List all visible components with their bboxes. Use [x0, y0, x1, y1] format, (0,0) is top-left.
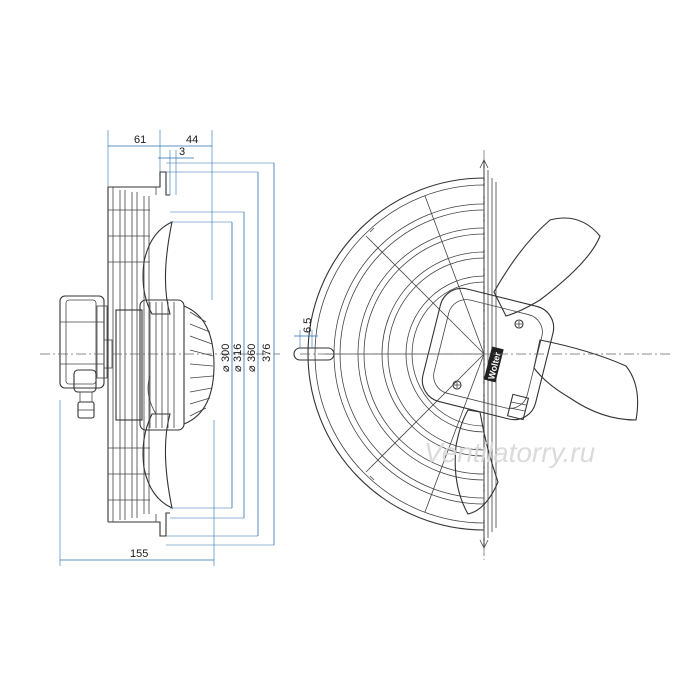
dim-44: 44 [186, 134, 198, 146]
side-view: 61 44 3 155 ⌀ 300 ⌀ 316 ⌀ 360 376 [40, 130, 280, 566]
motor-plate [421, 287, 555, 421]
fan-blades [454, 217, 639, 515]
dim-6-5: 6.5 [302, 318, 314, 333]
dim-300: 300 [220, 344, 232, 362]
dim-316: 316 [232, 344, 244, 362]
rotor-body [115, 299, 215, 431]
dim-61: 61 [134, 134, 146, 146]
front-view: Wolter 6.5 [293, 150, 670, 560]
dim-3: 3 [179, 146, 185, 158]
dim-155: 155 [130, 548, 148, 560]
brand-logo-text: Wolter [486, 351, 503, 381]
motor-housing [59, 295, 113, 419]
dim-300-symbol: ⌀ [220, 365, 232, 372]
mounting-slot [293, 330, 335, 361]
guard-frame [107, 171, 170, 537]
dim-316-symbol: ⌀ [232, 365, 244, 372]
dim-360: 360 [246, 344, 258, 362]
watermark: Ventilatorry.ru [424, 437, 596, 468]
dim-360-symbol: ⌀ [246, 365, 258, 372]
dim-376: 376 [261, 344, 273, 362]
side-dimensions [59, 130, 275, 566]
brand-logo: Wolter [483, 346, 504, 383]
